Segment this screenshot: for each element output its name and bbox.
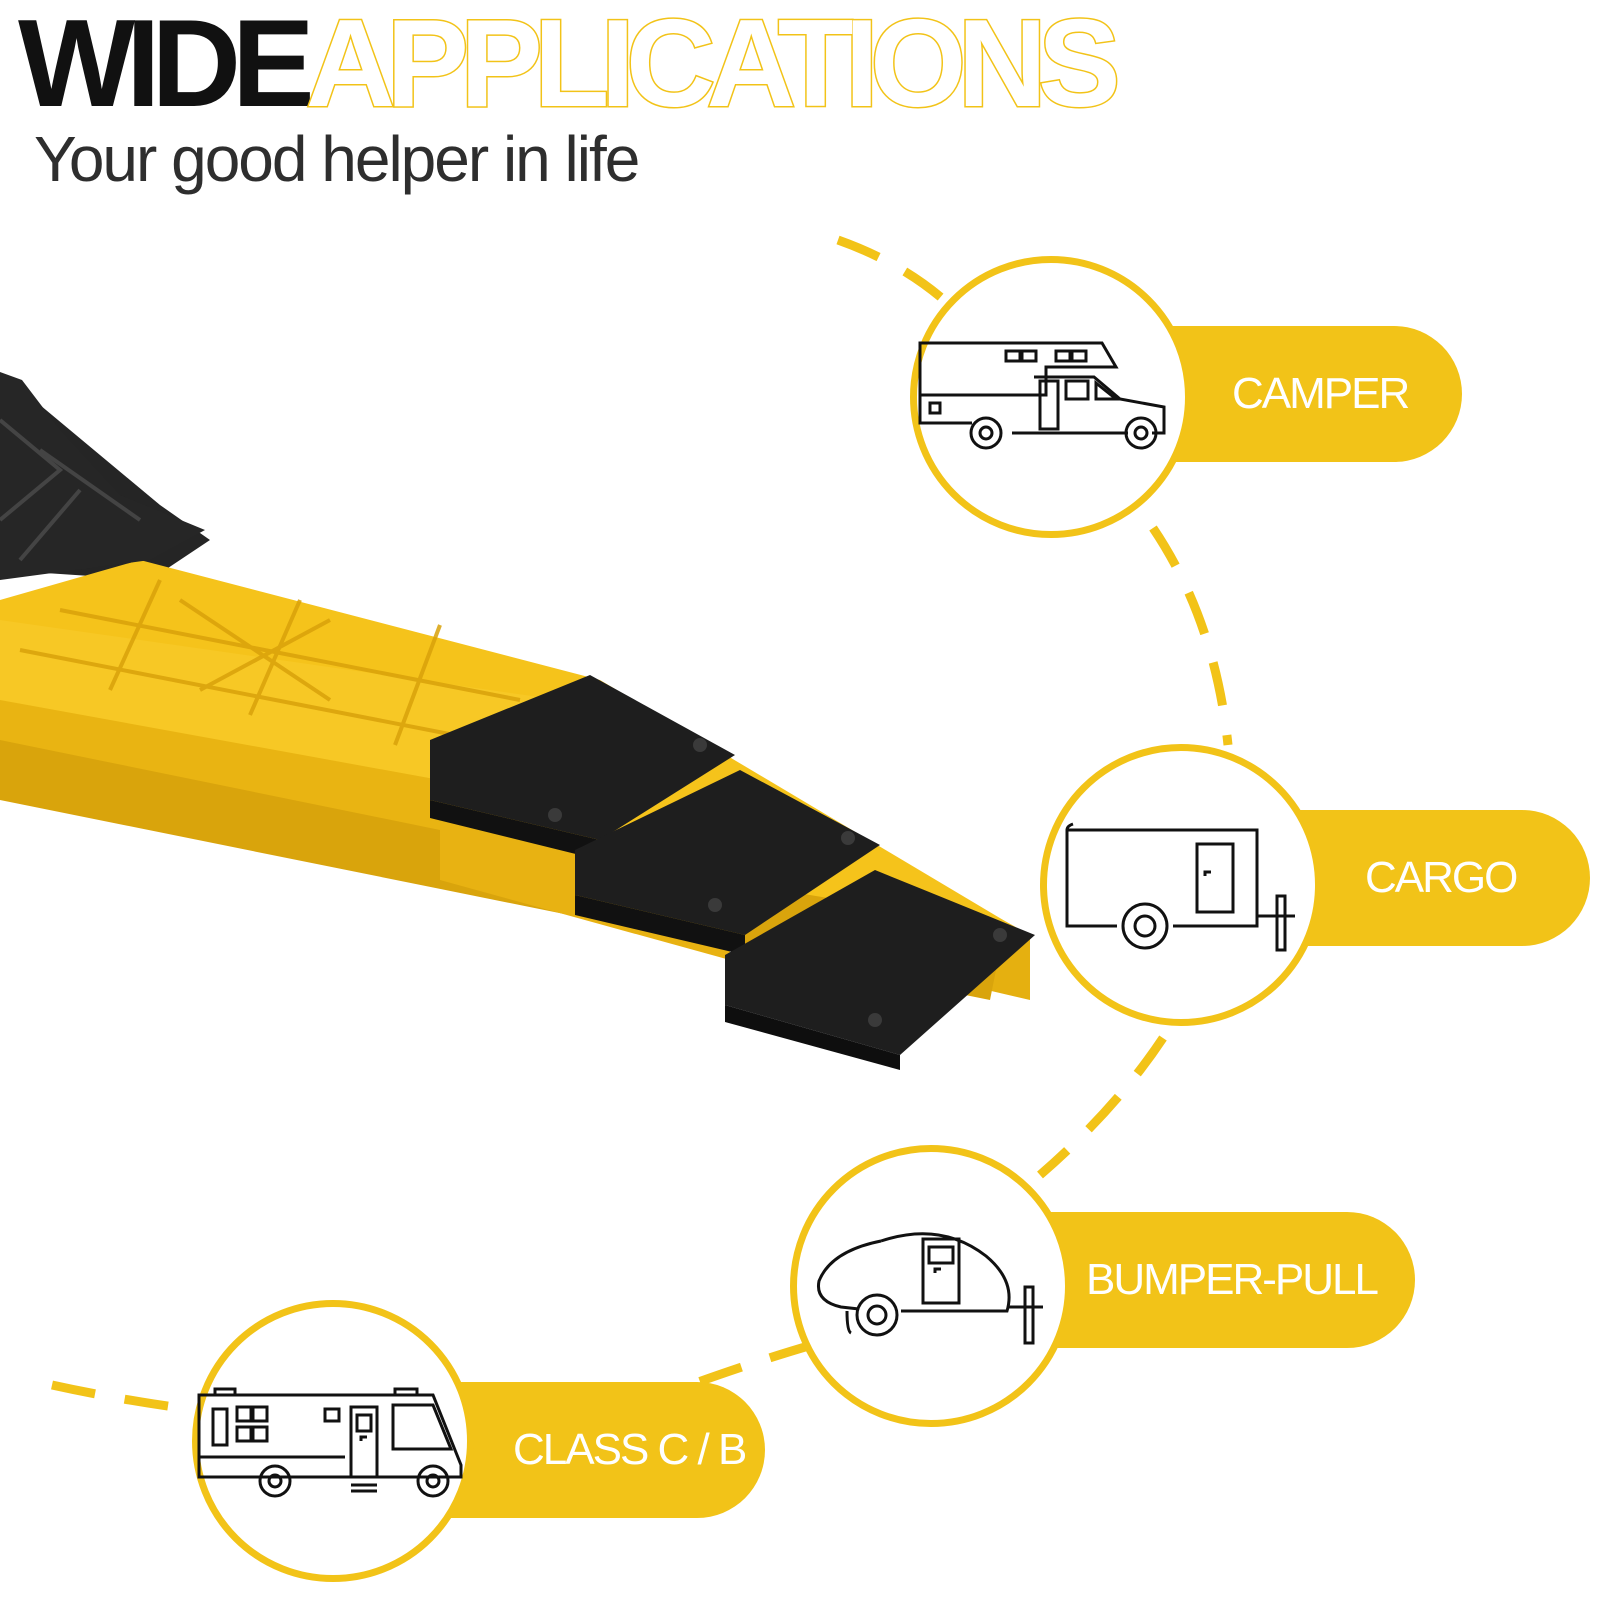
application-bubble-camper bbox=[910, 256, 1192, 538]
application-label-text: CARGO bbox=[1365, 853, 1518, 902]
teardrop-trailer-icon bbox=[816, 1232, 1043, 1345]
application-bubble-cargo bbox=[1040, 744, 1322, 1026]
leveling-blocks-image bbox=[0, 372, 1035, 1070]
application-label-camper: CAMPER bbox=[1140, 326, 1462, 462]
application-label-class-c-b: CLASS C / B bbox=[445, 1382, 765, 1518]
application-bubble-bumper-pull bbox=[790, 1145, 1072, 1427]
headline: WIDEAPPLICATIONS bbox=[18, 1, 1122, 128]
cargo-trailer-icon bbox=[1065, 822, 1295, 952]
application-label-text: CAMPER bbox=[1232, 369, 1410, 418]
subtitle: Your good helper in life bbox=[34, 123, 640, 195]
truck-camper-icon bbox=[918, 341, 1166, 450]
dashed-connector-line bbox=[51, 235, 1233, 1415]
motorhome-icon bbox=[197, 1387, 463, 1498]
application-bubble-class-c-b bbox=[192, 1300, 474, 1582]
application-label-text: CLASS C / B bbox=[513, 1425, 747, 1474]
application-label-text: BUMPER-PULL bbox=[1086, 1255, 1379, 1304]
headline-outline-word: APPLICATIONS bbox=[304, 0, 1122, 133]
headline-dark-word: WIDE bbox=[18, 0, 315, 133]
